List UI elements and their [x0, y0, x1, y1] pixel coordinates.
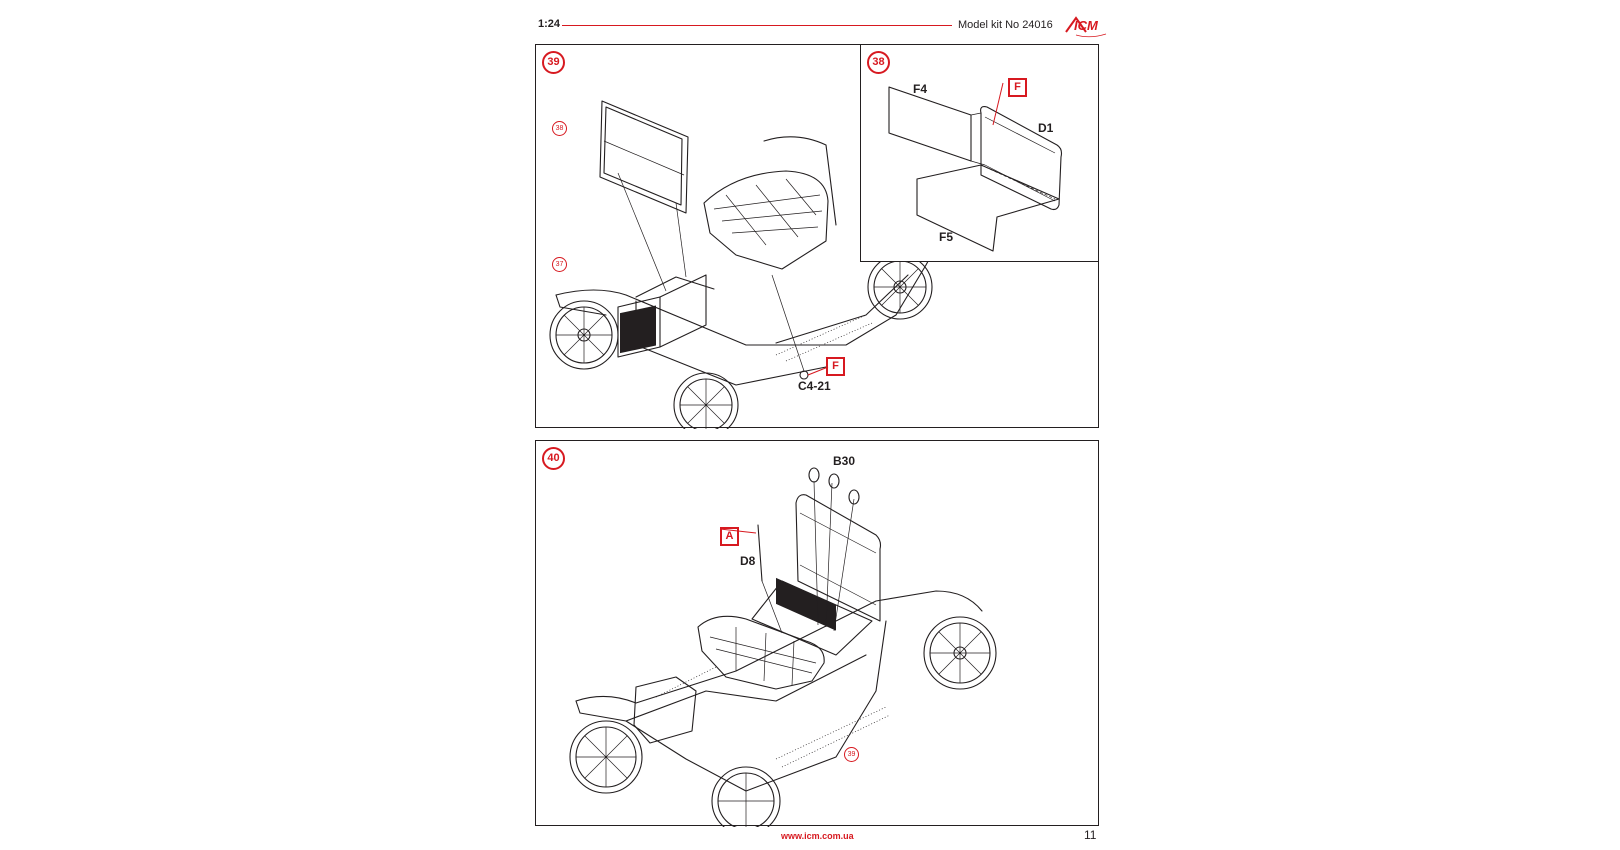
part-box-f: F: [1008, 78, 1027, 97]
step-40-drawing: [569, 467, 997, 827]
part-label-f4: F4: [913, 82, 928, 96]
step-38-panel: 38 F F4 D1 F5: [860, 44, 1099, 262]
part-box-a: A: [720, 527, 739, 546]
part-label-c4-21: C4-21: [798, 379, 831, 393]
part-label-b30: B30: [833, 454, 856, 468]
rear-wheel-drawing: [867, 254, 933, 320]
seat-drawing: [703, 170, 829, 270]
ref-37-badge: 37: [552, 257, 567, 272]
page-number: 11: [1084, 828, 1097, 842]
rear-wheel-drawing: [569, 720, 643, 794]
step-38-badge: 38: [867, 51, 890, 74]
step-40-badge: 40: [542, 447, 565, 470]
part-label-d1: D1: [1038, 121, 1054, 135]
logo-text: ICM: [1074, 18, 1099, 33]
seat-drawing: [697, 615, 825, 690]
front-wheel-drawing: [923, 616, 997, 690]
header-rule: [562, 25, 952, 26]
ref-38-badge: 38: [552, 121, 567, 136]
ref-39-badge: 39: [844, 747, 859, 762]
part-label-d8: D8: [740, 554, 756, 568]
step-39-badge: 39: [542, 51, 565, 74]
kit-number: Model kit No 24016: [958, 19, 1053, 31]
front-wheel-drawing: [549, 300, 619, 370]
footer-url: www.icm.com.ua: [781, 831, 854, 841]
seat-frame-drawing: [599, 100, 689, 214]
seat-frame-drawing: [795, 494, 882, 622]
step-40-panel: 40 39 A B30 D8: [535, 440, 1099, 827]
part-label-f5: F5: [939, 230, 954, 244]
part-box-f: F: [826, 357, 845, 376]
scale-label: 1:24: [538, 18, 561, 30]
icm-logo: ICM: [1065, 16, 1107, 38]
frame-d1-drawing: [980, 106, 1063, 211]
panel-f4-drawing: [888, 86, 972, 162]
step-38-drawing: [888, 82, 1063, 252]
car-body-drawing: [575, 590, 983, 704]
